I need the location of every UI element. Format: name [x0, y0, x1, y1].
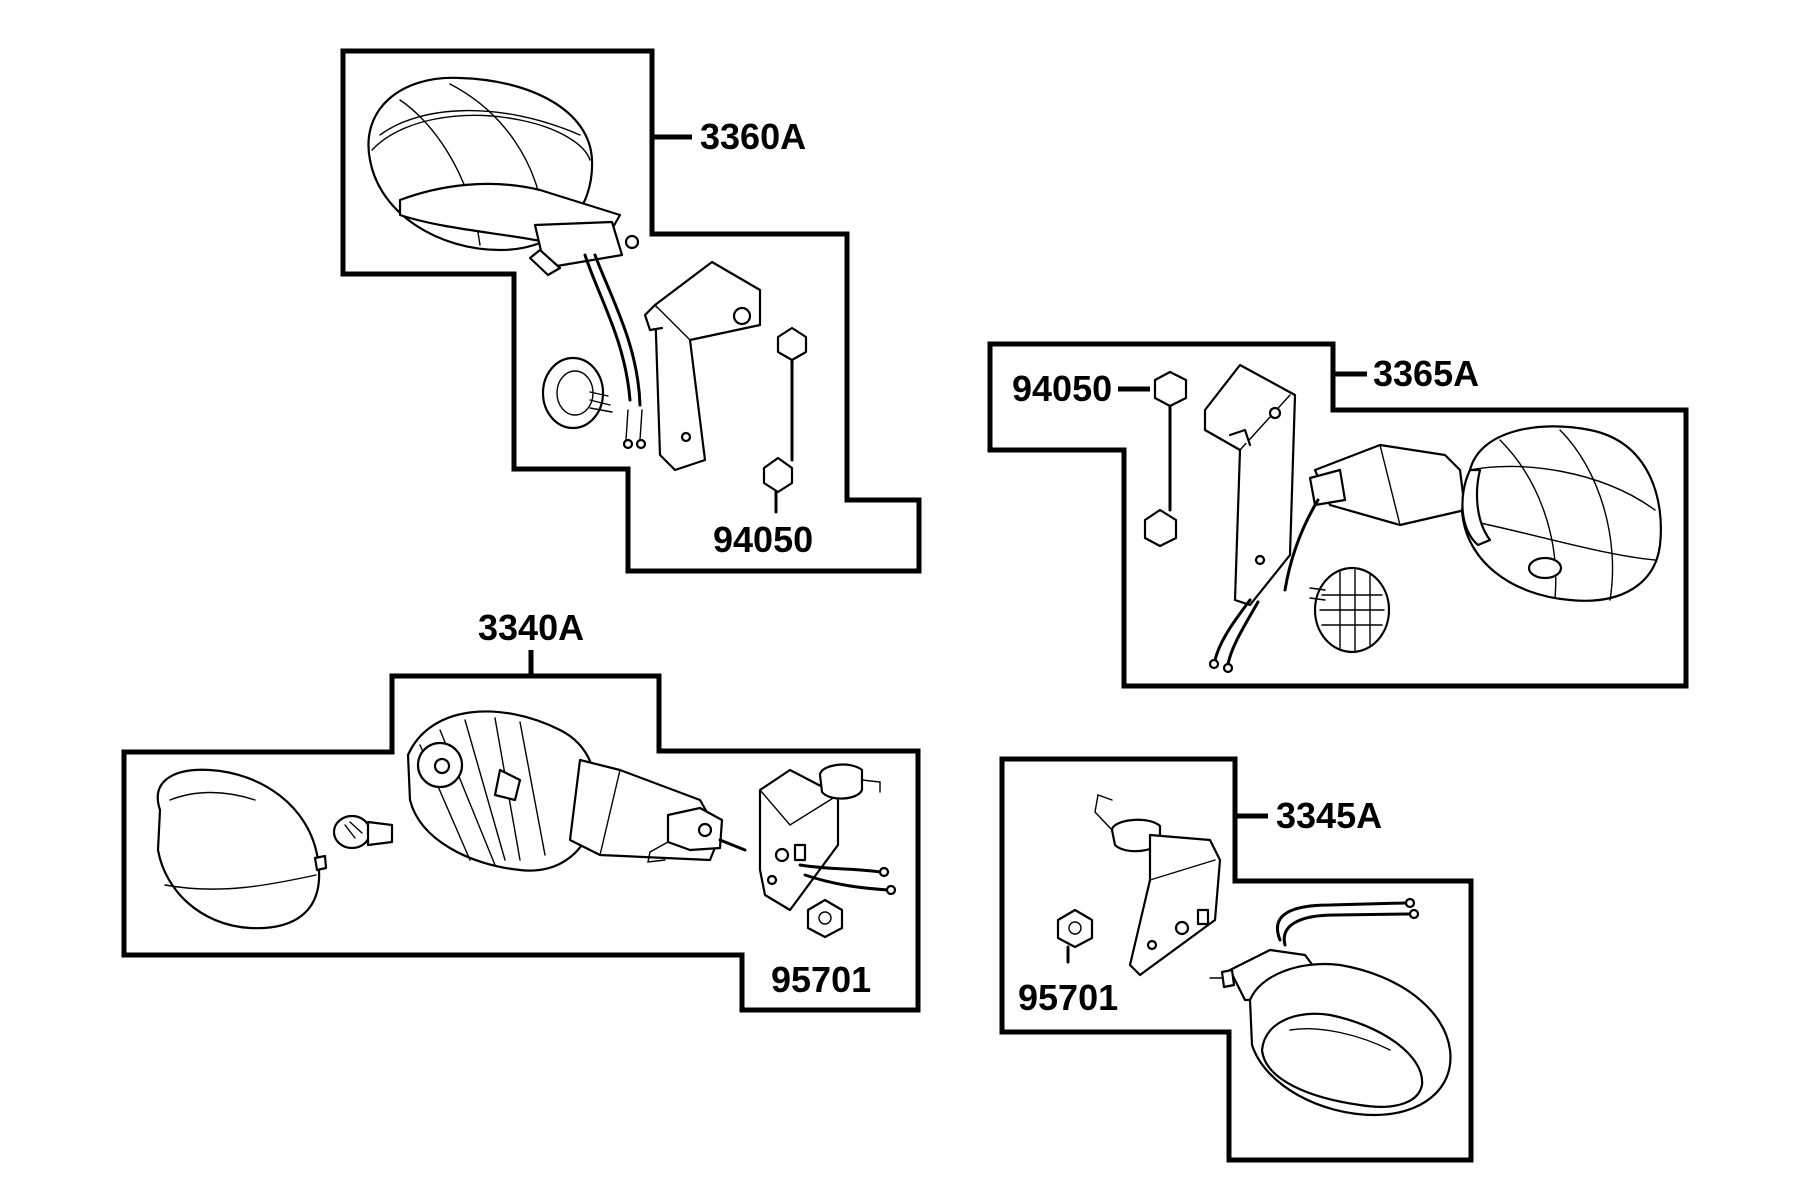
turn-signal-housing-icon [406, 710, 747, 872]
nut-bolt-icon [762, 326, 808, 514]
nut-bolt-icon [1143, 370, 1188, 548]
lamp-lens-icon [156, 768, 328, 930]
hardware-label: 94050 [1012, 368, 1112, 409]
mounting-bracket-icon [643, 260, 762, 472]
group-frame [340, 48, 922, 574]
mounting-bracket-icon [758, 763, 897, 912]
group-3365A: 3365A 94050 [987, 341, 1689, 689]
bulb-icon [332, 814, 394, 850]
group-frame [121, 673, 921, 1013]
group-3345A: 3345A 95701 [999, 756, 1474, 1163]
hardware-label: 95701 [771, 959, 871, 1000]
part-number-label: 3345A [1276, 795, 1382, 836]
turn-signal-lamp-icon [1209, 897, 1452, 1117]
hardware-label: 95701 [1018, 977, 1118, 1018]
nut-icon [806, 898, 844, 939]
lamp-arm-icon [1283, 443, 1467, 592]
reflector-icon [1309, 566, 1391, 654]
nut-icon [1056, 908, 1094, 964]
turn-signal-lamp-icon [1460, 425, 1662, 602]
group-3340A: 3340A [121, 607, 921, 1013]
group-3360A: 3360A [340, 48, 922, 574]
group-frame [999, 756, 1474, 1163]
part-number-label: 3340A [478, 607, 584, 648]
part-number-label: 3360A [700, 116, 806, 157]
mounting-bracket-icon [1094, 794, 1222, 977]
hardware-label: 94050 [713, 519, 813, 560]
wire-icon [583, 253, 642, 407]
group-frame [987, 341, 1689, 689]
reflector-icon [541, 356, 613, 430]
wire-icon [1213, 598, 1260, 666]
mounting-bracket-icon [1203, 363, 1297, 607]
turn-signal-lamp-icon [367, 76, 640, 277]
part-number-label: 3365A [1373, 353, 1479, 394]
